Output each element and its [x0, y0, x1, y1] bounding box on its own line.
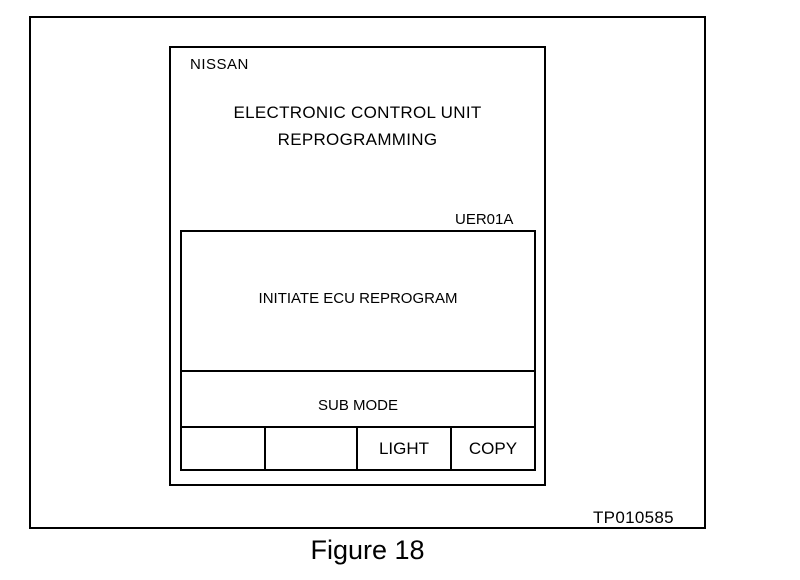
sub-mode-label: SUB MODE [317, 397, 398, 414]
copy-button[interactable]: COPY [468, 438, 518, 458]
soft-key-2[interactable] [266, 428, 358, 469]
figure-frame [29, 16, 706, 529]
device-title-line-2: REPROGRAMMING [277, 130, 438, 149]
light-button[interactable]: LIGHT [358, 428, 452, 469]
device-title-line-1: ELECTRONIC CONTROL UNIT [233, 103, 482, 122]
initiate-ecu-reprogram-option[interactable]: INITIATE ECU REPROGRAM [258, 290, 458, 307]
program-code-label: UER01A [455, 211, 514, 228]
document-code: TP010585 [593, 508, 674, 527]
soft-key-1[interactable] [182, 428, 266, 469]
ecu-reprogramming-device [169, 46, 546, 486]
sub-mode-button[interactable]: SUB MODE [182, 372, 534, 428]
brand-label: NISSAN [190, 56, 249, 73]
device-screen: INITIATE ECU REPROGRAM SUB MODE LIGHT CO… [180, 230, 536, 471]
figure-caption: Figure 18 [310, 535, 425, 565]
screen-message-area[interactable]: INITIATE ECU REPROGRAM [182, 232, 534, 372]
